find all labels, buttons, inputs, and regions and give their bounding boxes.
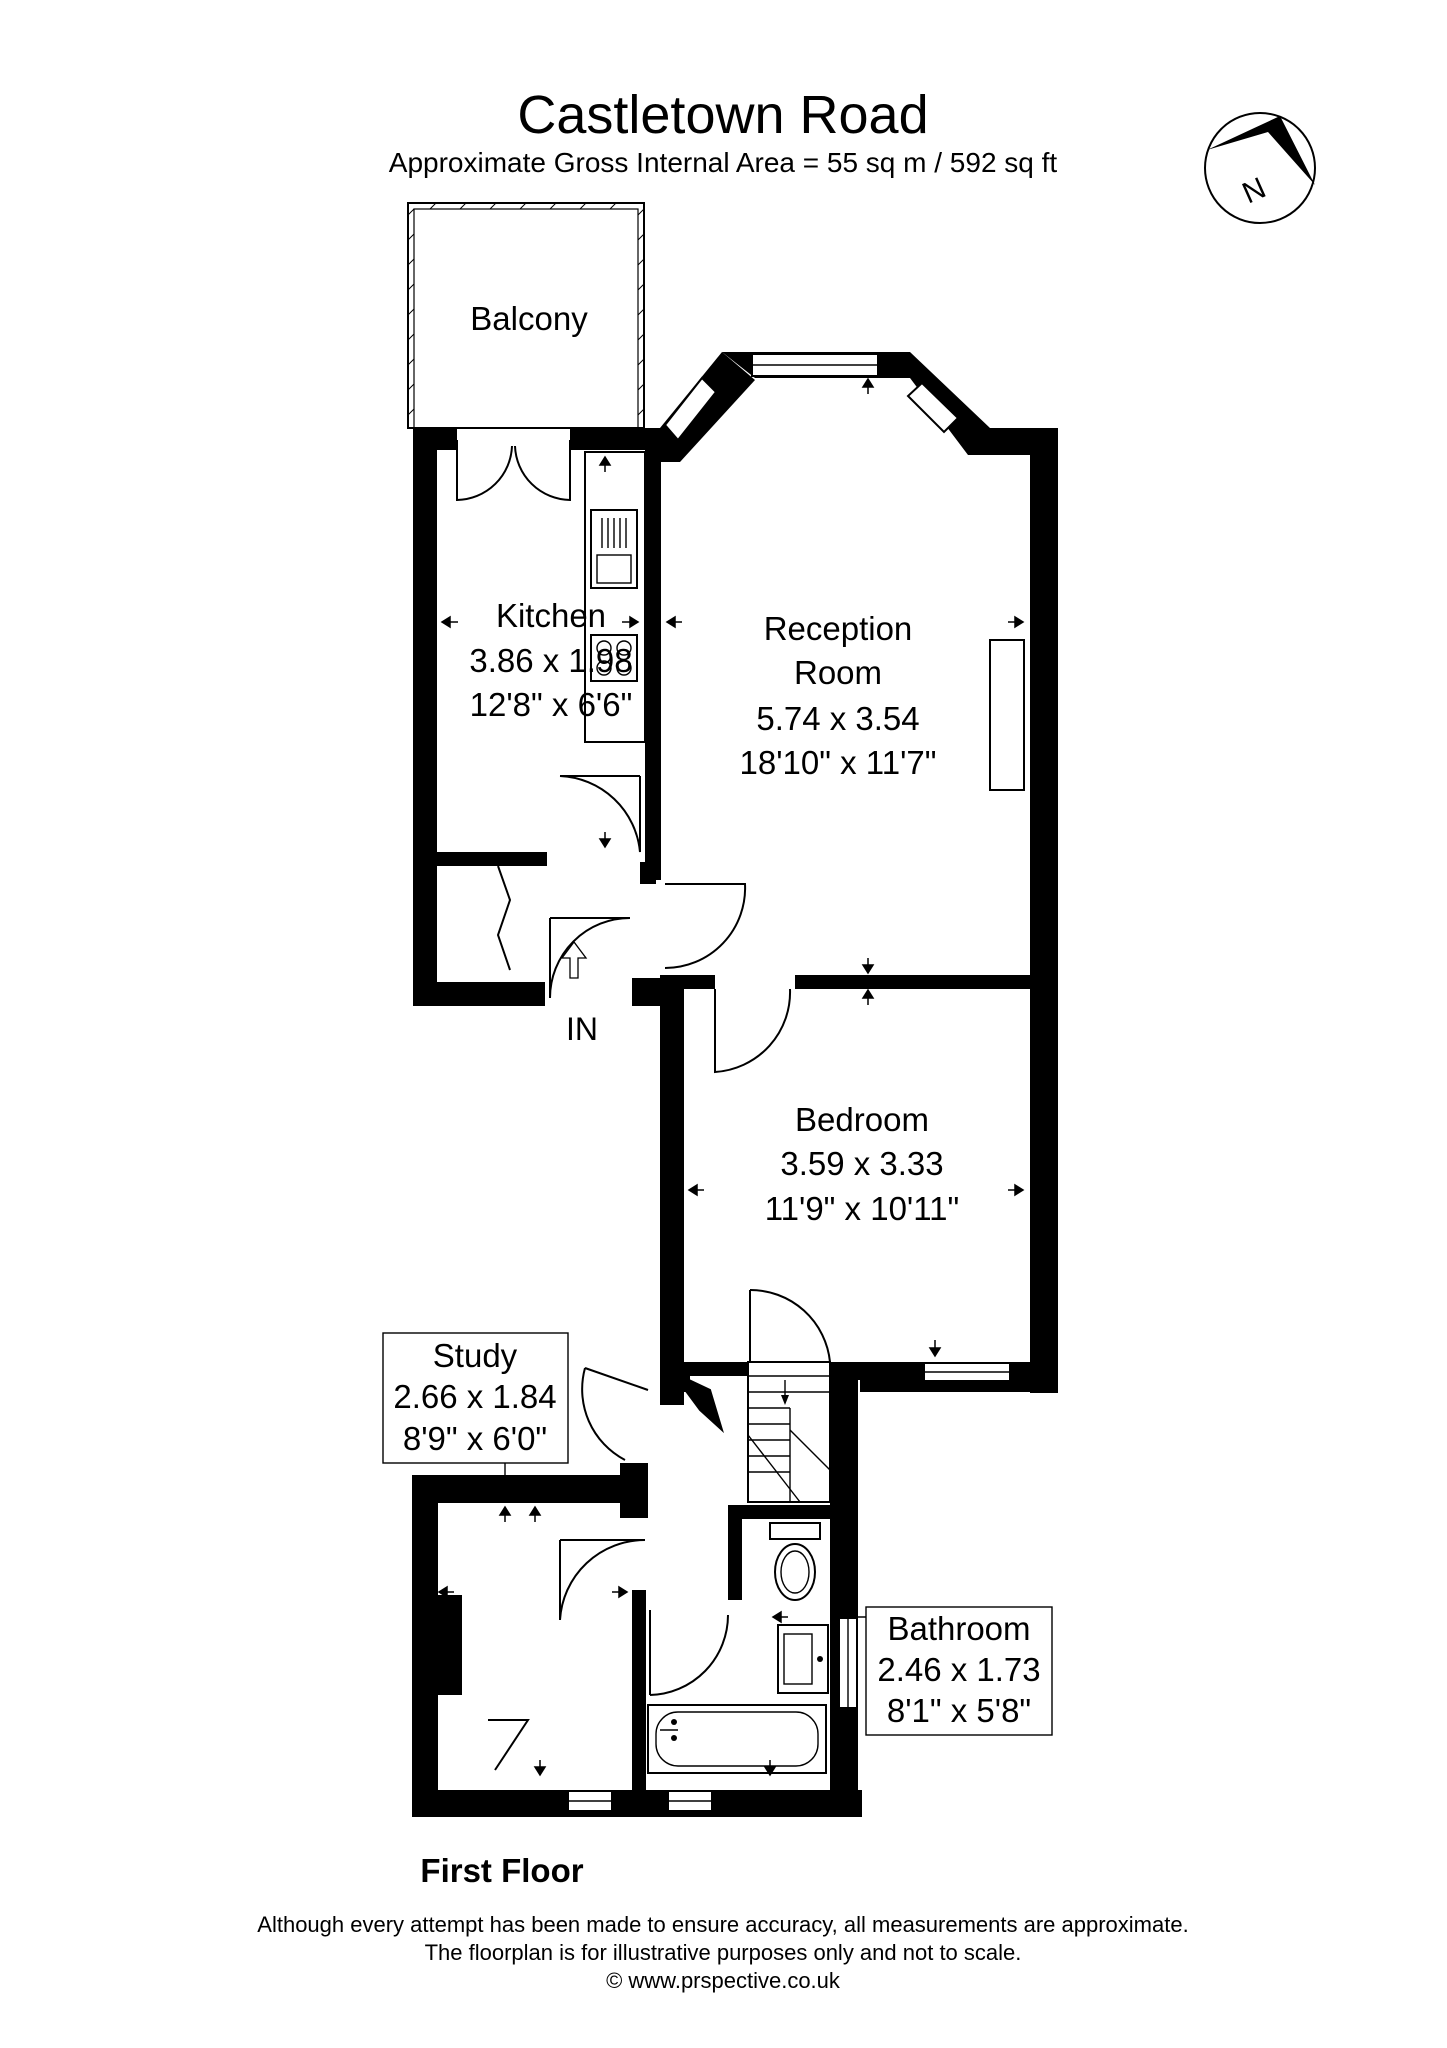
wall-bathroom-top-left (728, 1505, 742, 1600)
window-reception-bay-right (906, 381, 960, 434)
svg-text:2.46 x 1.73: 2.46 x 1.73 (877, 1651, 1040, 1688)
svg-text:18'10" x 11'7": 18'10" x 11'7" (740, 744, 937, 781)
wall-hall-right (640, 862, 656, 884)
wall-kitchen-top-right (570, 428, 660, 450)
sink-drainer (601, 518, 627, 548)
window-reception-bay-left (663, 376, 718, 442)
plan-subtitle: Approximate Gross Internal Area = 55 sq … (389, 147, 1058, 178)
staircase (747, 1361, 831, 1503)
svg-text:Room: Room (794, 654, 882, 691)
bathroom-fittings (647, 1522, 829, 1774)
svg-text:3.59 x 3.33: 3.59 x 3.33 (780, 1145, 943, 1182)
wall-hall-bottom-right (632, 978, 660, 1006)
bath-icon (647, 1704, 827, 1774)
walls (412, 352, 1058, 1817)
room-label-balcony: Balcony (470, 300, 588, 337)
svg-text:2.66 x 1.84: 2.66 x 1.84 (393, 1378, 556, 1415)
wall-bathroom-right (830, 1380, 858, 1817)
kitchen-fittings (584, 451, 646, 743)
svg-text:5.74 x 3.54: 5.74 x 3.54 (756, 700, 919, 737)
toilet-icon (769, 1522, 821, 1601)
svg-text:3.86 x 1.98: 3.86 x 1.98 (469, 642, 632, 679)
callout-leaders (504, 1463, 866, 1618)
floor-label: First Floor (420, 1852, 583, 1889)
svg-text:11'9" x 10'11": 11'9" x 10'11" (765, 1190, 959, 1227)
svg-text:Bedroom: Bedroom (795, 1101, 929, 1138)
wall-bathroom-top (728, 1505, 838, 1519)
wall-reception-bedroom-divider (795, 975, 1035, 989)
room-label-bathroom: Bathroom 2.46 x 1.73 8'1" x 5'8" (865, 1606, 1053, 1736)
balcony (407, 202, 645, 429)
wall-study-right (632, 1590, 646, 1790)
entrance-label: IN (566, 1011, 598, 1047)
wall-study-top-right (620, 1463, 648, 1518)
room-label-reception: Reception Room 5.74 x 3.54 18'10" x 11'7… (740, 610, 937, 781)
chimney-breast (989, 639, 1025, 791)
doors (456, 440, 831, 1771)
wall-kitchen-top-left (413, 428, 457, 450)
room-label-study: Study 2.66 x 1.84 8'9" x 6'0" (382, 1332, 569, 1464)
wall-reception-bay-right (910, 352, 1058, 455)
wall-hall-bottom-left (413, 982, 545, 1006)
wall-kitchen-hall-divider (437, 852, 547, 866)
svg-text:Balcony: Balcony (470, 300, 588, 337)
windows (567, 353, 1011, 1812)
dimension-markers (437, 377, 1025, 1777)
wall-reception-right (1030, 428, 1058, 1393)
svg-text:Reception: Reception (764, 610, 913, 647)
plan-title: Castletown Road (517, 85, 928, 145)
kitchen-worktop (584, 451, 646, 743)
wall-study-inner-left (438, 1595, 462, 1695)
balcony-railing-hatch (407, 202, 645, 416)
wall-bedroom-left (660, 975, 684, 1405)
room-label-bedroom: Bedroom 3.59 x 3.33 11'9" x 10'11" (765, 1101, 959, 1227)
svg-text:8'9" x 6'0": 8'9" x 6'0" (403, 1420, 547, 1457)
wall-study-left (412, 1475, 438, 1817)
svg-text:12'8" x 6'6": 12'8" x 6'6" (470, 686, 633, 723)
wall-reception-bay (660, 352, 755, 462)
wall-study-top (412, 1475, 644, 1503)
wall-study-bottom (412, 1790, 862, 1817)
svg-text:8'1" x 5'8": 8'1" x 5'8" (887, 1692, 1031, 1729)
entrance-arrow-icon (560, 940, 588, 979)
washbasin-icon (777, 1624, 829, 1694)
wall-kitchen-left (413, 428, 437, 1006)
wall-kitchen-right (645, 440, 661, 880)
wall-stair-right (825, 1362, 860, 1380)
compass-icon: N (1204, 112, 1316, 224)
disclaimer-line-1: Although every attempt has been made to … (257, 1912, 1188, 1937)
copyright-text: © www.prspective.co.uk (606, 1968, 841, 1993)
svg-text:Study: Study (433, 1337, 518, 1374)
room-label-kitchen: Kitchen 3.86 x 1.98 12'8" x 6'6" (469, 597, 632, 723)
disclaimer-line-2: The floorplan is for illustrative purpos… (425, 1940, 1022, 1965)
svg-text:Bathroom: Bathroom (887, 1610, 1030, 1647)
svg-text:Kitchen: Kitchen (496, 597, 606, 634)
